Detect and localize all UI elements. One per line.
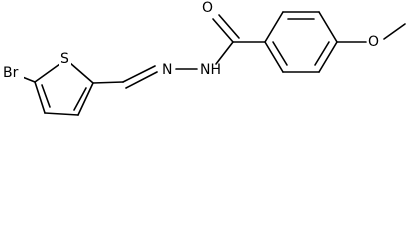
bond-c2-ch: [92, 81, 124, 84]
sulfur-label: S: [60, 51, 69, 67]
bromine-label-mask: [2, 63, 24, 81]
carbonyl-oxygen-label: O: [202, 0, 213, 16]
amide-nitrogen-label: NH: [200, 62, 221, 78]
bond-ar3-ar4: [318, 11, 338, 43]
bond-c5-s: [34, 63, 61, 83]
bond-nh-carbonyl: [215, 41, 234, 65]
imine-nitrogen-label: N: [162, 62, 172, 78]
bond-c2-c3: [77, 82, 94, 116]
bond-c4-c5-inner: [41, 84, 51, 108]
sulfur-label-mask: [59, 50, 71, 68]
bromine-label: Br: [3, 65, 19, 81]
bond-carbonyl-o-a: [212, 18, 234, 43]
bond-c2-c3-inner: [73, 87, 87, 111]
bond-ch-n-double-a: [122, 65, 156, 83]
bond-s-c2: [69, 62, 94, 84]
carbonyl-oxygen-mask: [200, 0, 216, 17]
bond-c4-c5: [34, 81, 46, 114]
bond-ar1-ar2: [264, 11, 284, 43]
bond-ar6-ar1: [264, 41, 284, 73]
bond-ar4-ar5: [318, 41, 338, 73]
methoxy-oxygen-label: O: [368, 34, 379, 50]
molecule-diagram: Br S N NH O O: [2, 0, 406, 116]
bond-c3-c4: [44, 112, 79, 116]
bond-ar6-ar1-inner: [272, 41, 288, 66]
bond-ch-n-double-b: [125, 71, 158, 89]
bond-ar4-ar5-inner: [314, 41, 330, 66]
bond-o-ch3: [383, 23, 406, 40]
bond-carbonyl-o-b: [218, 14, 240, 39]
